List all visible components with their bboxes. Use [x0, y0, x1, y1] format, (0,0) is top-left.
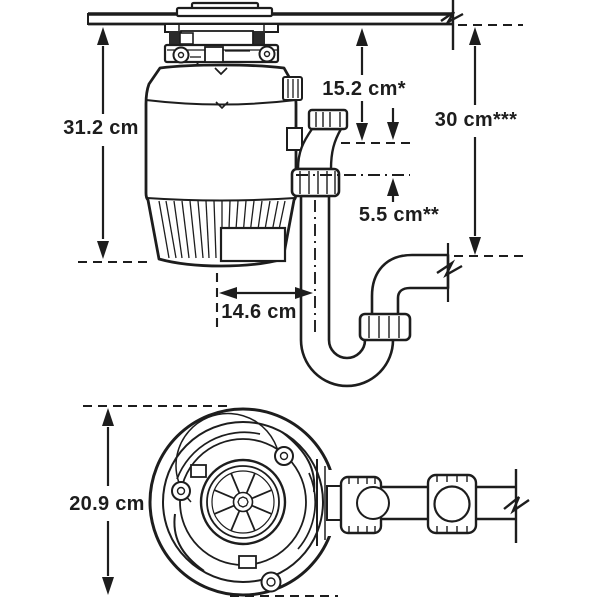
elbow-cap [307, 108, 349, 131]
dimension-overall-height: 31.2 cm [63, 27, 139, 259]
trap-outlet-break-zigzag [436, 259, 463, 278]
dimension-counter-to-discharge: 15.2 cm* [322, 28, 406, 141]
body-seam-skirt [146, 197, 296, 202]
dimension-label-counter-to-discharge: 15.2 cm* [322, 78, 406, 100]
dimension-label-center-to-trap: 14.6 cm [221, 301, 297, 323]
pipe-nut-1 [339, 475, 390, 535]
slip-nut-trap [358, 312, 412, 342]
arrow-up [97, 27, 109, 45]
dimension-label-discharge-drop: 5.5 cm** [359, 204, 439, 226]
sink-flange [175, 1, 274, 18]
top-view-body [148, 407, 338, 597]
top-view-outlet-pipe [316, 459, 530, 546]
drain-plumbing [286, 108, 523, 388]
arrow-left [219, 287, 237, 299]
splash-guard [199, 458, 287, 546]
dimension-discharge-drop: 5.5 cm** [359, 108, 439, 226]
dimension-diameter: 20.9 cm [69, 408, 145, 595]
arrow-up [469, 27, 481, 45]
dimension-center-to-trap: 14.6 cm [219, 287, 313, 323]
arrow-down [97, 241, 109, 259]
dimension-label-overall-height: 31.2 cm [63, 117, 139, 139]
disposal-body [144, 63, 303, 268]
arrow-down [356, 123, 368, 141]
discharge-outlet-stub [286, 127, 303, 151]
top-view: 20.9 cm [69, 404, 530, 598]
flange-column-left [169, 31, 181, 45]
mounting-assembly [163, 23, 280, 71]
outlet-collar [326, 485, 342, 521]
center-opening [237, 496, 249, 508]
body-seam-upper [145, 99, 297, 106]
pipe-nut-2 [426, 473, 478, 535]
counter-break-zigzag [440, 11, 464, 26]
arrow-up [102, 408, 114, 426]
dimension-counter-to-trap-outlet: 30 cm*** [435, 27, 517, 255]
side-view: 31.2 cm 15.2 cm* 30 cm*** 5.5 cm** [63, 0, 523, 388]
dimension-label-diameter: 20.9 cm [69, 493, 145, 515]
arrow-up [387, 178, 399, 196]
dimension-label-counter-to-trap-outlet: 30 cm*** [435, 109, 517, 131]
arrow-down [387, 122, 399, 140]
slip-nut-upper [290, 167, 341, 198]
pipe-break-zigzag [503, 496, 530, 515]
arrow-up [356, 28, 368, 46]
mounting-lugs [171, 446, 294, 593]
arrow-down [469, 237, 481, 255]
spoke-wheel [214, 473, 272, 531]
flange-column-right [253, 31, 265, 45]
arrow-down [102, 577, 114, 595]
arrow-right [295, 287, 313, 299]
nameplate [219, 226, 287, 263]
